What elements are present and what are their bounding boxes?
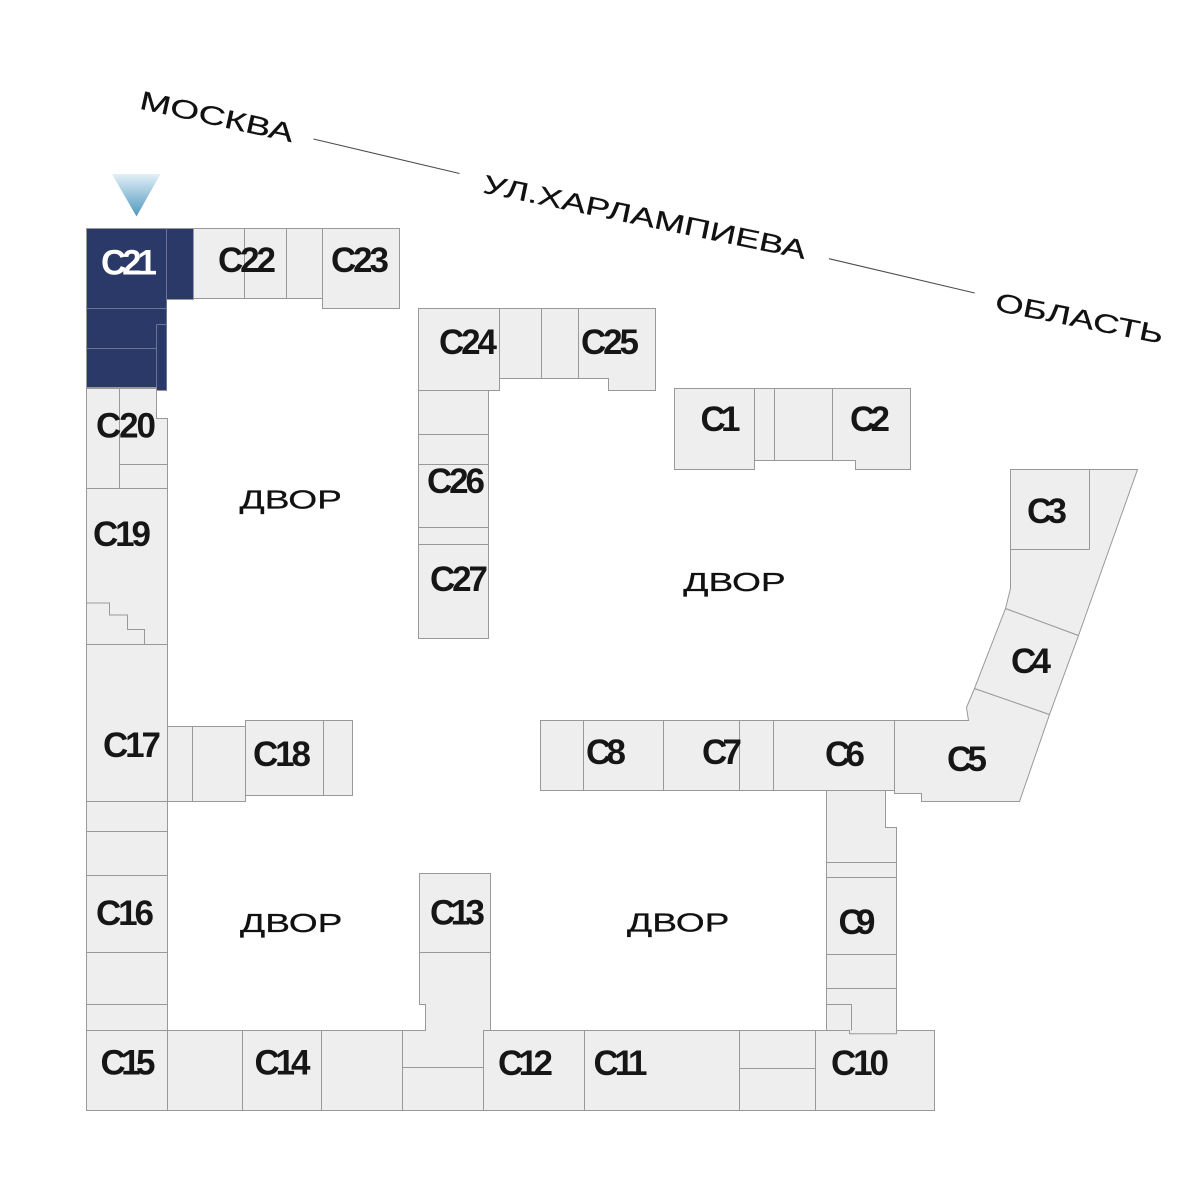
svg-text:С8: С8: [586, 733, 626, 772]
svg-text:С10: С10: [831, 1044, 889, 1083]
svg-text:С1: С1: [701, 400, 741, 439]
svg-text:С2: С2: [850, 400, 890, 439]
svg-text:С22: С22: [218, 241, 276, 280]
svg-text:С24: С24: [439, 323, 498, 362]
svg-text:ДВОР: ДВОР: [627, 908, 729, 937]
svg-text:С11: С11: [594, 1044, 648, 1083]
svg-text:С18: С18: [253, 735, 311, 774]
svg-text:С17: С17: [103, 726, 161, 765]
svg-text:С12: С12: [498, 1044, 553, 1083]
svg-text:С15: С15: [101, 1044, 156, 1083]
svg-text:ДВОР: ДВОР: [683, 567, 785, 596]
svg-text:С20: С20: [96, 407, 156, 446]
svg-text:С4: С4: [1011, 642, 1052, 681]
svg-text:С25: С25: [581, 323, 639, 362]
svg-text:ОБЛАСТЬ: ОБЛАСТЬ: [993, 287, 1166, 349]
svg-text:С16: С16: [96, 894, 154, 933]
svg-text:УЛ.ХАРЛАМПИЕВА: УЛ.ХАРЛАМПИЕВА: [481, 169, 810, 265]
svg-text:С3: С3: [1027, 492, 1067, 531]
svg-text:ДВОР: ДВОР: [240, 485, 342, 514]
svg-text:С26: С26: [427, 462, 485, 501]
svg-text:С27: С27: [430, 560, 488, 599]
svg-text:С13: С13: [430, 894, 485, 933]
svg-text:С19: С19: [93, 515, 151, 554]
svg-text:С14: С14: [255, 1044, 312, 1083]
svg-text:С6: С6: [825, 735, 865, 774]
svg-text:ДВОР: ДВОР: [240, 908, 342, 937]
svg-text:С21: С21: [101, 244, 157, 283]
svg-text:С9: С9: [839, 903, 876, 942]
svg-text:С5: С5: [947, 740, 987, 779]
svg-text:С7: С7: [702, 733, 742, 772]
svg-text:С23: С23: [331, 241, 389, 280]
svg-text:МОСКВА: МОСКВА: [137, 85, 297, 148]
